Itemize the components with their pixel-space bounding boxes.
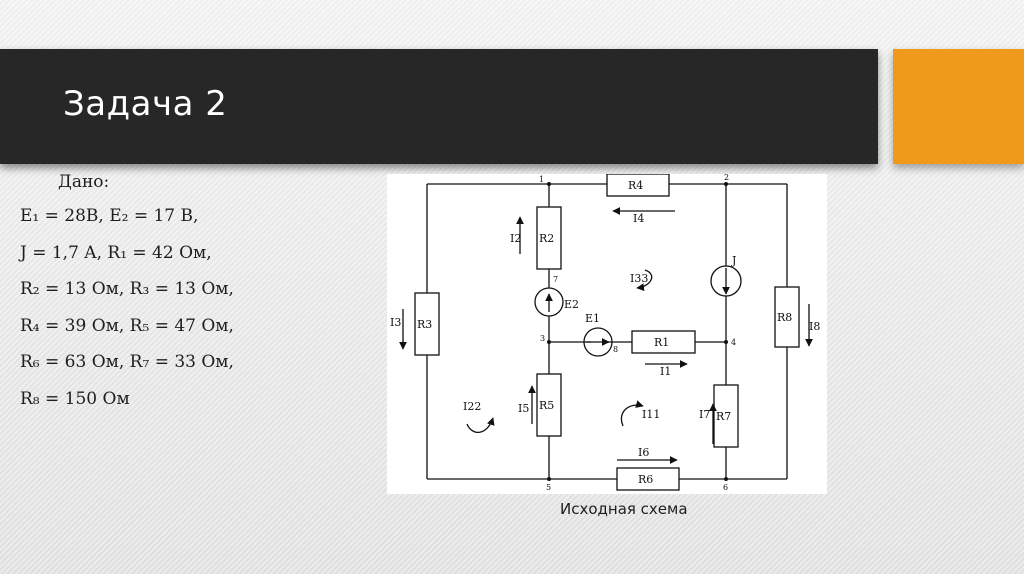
circuit-svg: R4 R2 R3 R1 R5 R7 R8 R6 E2 E1 J I4 I2 I3…	[390, 174, 820, 492]
given-line-2: J = 1,7 A, R₁ = 42 Ом,	[20, 242, 212, 263]
current-source-j	[710, 265, 742, 297]
node-dot-3	[547, 340, 551, 344]
node-label-5: 5	[546, 483, 551, 492]
label-r4: R4	[628, 179, 643, 192]
node-label-2: 2	[724, 174, 729, 182]
resistor-r2	[536, 206, 562, 270]
node-dot-5	[547, 477, 551, 481]
title-bar	[0, 49, 878, 164]
node-label-4: 4	[731, 338, 736, 347]
label-i8: I8	[809, 320, 820, 333]
given-line-3: R₂ = 13 Ом, R₃ = 13 Ом,	[20, 279, 234, 299]
label-loop-i33: I33	[630, 272, 648, 285]
label-r8: R8	[777, 311, 792, 324]
loop-arrow-i33	[636, 269, 653, 291]
voltage-source-e1	[583, 327, 613, 357]
resistor-r1	[631, 330, 696, 354]
label-i7: I7	[699, 408, 710, 421]
loop-arrow-i11	[620, 400, 644, 427]
node-dot-6	[724, 477, 728, 481]
label-r7: R7	[716, 410, 731, 423]
slide-title: Задача 2	[63, 84, 228, 124]
label-r3: R3	[417, 318, 432, 331]
node-label-1: 1	[539, 175, 544, 184]
label-loop-i11: I11	[642, 408, 660, 421]
label-i1: I1	[660, 365, 671, 378]
resistor-r8	[774, 286, 800, 348]
resistor-r3	[414, 292, 440, 356]
label-i3: I3	[390, 316, 401, 329]
given-values: Дано: E₁ = 28B, E₂ = 17 B, J = 1,7 A, R₁…	[20, 172, 380, 417]
node-dot-1	[547, 182, 551, 186]
label-r2: R2	[539, 232, 554, 245]
loop-arrow-i22	[466, 417, 495, 433]
accent-block	[893, 49, 1024, 164]
circuit-schematic: R4 R2 R3 R1 R5 R7 R8 R6 E2 E1 J I4 I2 I3…	[387, 174, 827, 494]
resistor-r5	[536, 373, 562, 437]
label-r5: R5	[539, 399, 554, 412]
label-r1: R1	[654, 336, 669, 349]
label-e2: E2	[564, 298, 579, 311]
node-label-7: 7	[553, 275, 558, 284]
node-label-8: 8	[613, 345, 618, 354]
given-line-1: E₁ = 28B, E₂ = 17 B,	[20, 206, 199, 226]
label-e1: E1	[585, 312, 600, 325]
label-j: J	[731, 254, 736, 267]
label-i5: I5	[518, 402, 529, 415]
node-dot-4	[724, 340, 728, 344]
given-heading: Дано:	[58, 172, 110, 192]
label-r6: R6	[638, 473, 653, 486]
schematic-caption: Исходная схема	[560, 500, 688, 518]
given-line-6: R₈ = 150 Ом	[20, 388, 130, 409]
resistor-r6	[616, 467, 680, 491]
resistor-r7	[713, 384, 739, 448]
given-line-4: R₄ = 39 Ом, R₅ = 47 Ом,	[20, 315, 234, 336]
label-i2: I2	[510, 232, 521, 245]
given-line-5: R₆ = 63 Ом, R₇ = 33 Ом,	[20, 352, 234, 372]
voltage-source-e2	[534, 287, 564, 317]
node-label-3: 3	[540, 334, 545, 343]
resistor-r4	[606, 174, 670, 197]
node-dot-2	[724, 182, 728, 186]
node-label-6: 6	[723, 483, 728, 492]
label-i4: I4	[633, 212, 644, 225]
label-loop-i22: I22	[463, 400, 481, 413]
label-i6: I6	[638, 446, 649, 459]
